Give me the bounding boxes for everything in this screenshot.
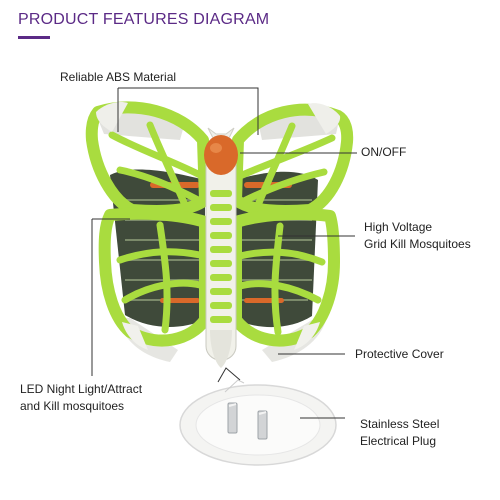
title-underline: [18, 36, 50, 39]
callout-plug-line2: Electrical Plug: [360, 434, 437, 448]
page-title: PRODUCT FEATURES DIAGRAM: [18, 11, 270, 28]
butterfly-mosquito-zapper-illustration: [85, 101, 354, 368]
callout-high-voltage-line2: Grid Kill Mosquitoes: [364, 237, 471, 251]
callout-led-light-line2: and Kill mosquitoes: [20, 399, 125, 413]
electrical-plug-illustration: [179, 379, 337, 466]
callout-high-voltage: High Voltage Grid Kill Mosquitoes: [364, 219, 471, 253]
callout-leader-lines: [91, 87, 357, 419]
callout-plug: Stainless Steel Electrical Plug: [360, 416, 439, 450]
callout-abs-material: Reliable ABS Material: [60, 70, 177, 84]
callout-protective-cover: Protective Cover: [355, 347, 444, 361]
callout-high-voltage-line1: High Voltage: [364, 220, 433, 234]
callout-on-off: ON/OFF: [361, 145, 407, 159]
callout-plug-line1: Stainless Steel: [360, 417, 440, 431]
callout-led-light-line1: LED Night Light/Attract: [20, 382, 143, 396]
callout-led-light: LED Night Light/Attract and Kill mosquit…: [20, 381, 142, 415]
